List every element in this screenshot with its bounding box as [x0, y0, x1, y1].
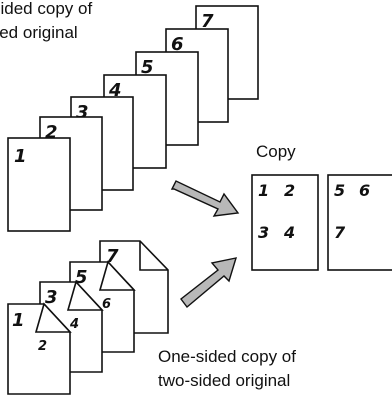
copy-number: 3 [258, 223, 269, 242]
copy-caption: Copy [256, 142, 296, 161]
page-front-number: 1 [12, 310, 25, 331]
copy-sheet-2: 5 6 7 [327, 174, 392, 271]
page-number: 1 [14, 146, 27, 167]
copy-sheet-1: 1 2 3 4 [251, 174, 319, 271]
page-number: 6 [171, 34, 184, 55]
top-stack: 7 6 5 4 3 2 1 [7, 5, 259, 232]
top-caption-line2: ided original [0, 23, 78, 42]
copy-number: 4 [283, 223, 295, 242]
page-back-number: 6 [102, 297, 111, 312]
page-number: 7 [201, 11, 214, 32]
copy-number: 5 [334, 181, 345, 200]
copy-number: 7 [334, 223, 346, 242]
page-back-number: 4 [69, 317, 79, 332]
top-page-1: 1 [7, 137, 71, 232]
copy-number: 1 [258, 181, 269, 200]
top-caption-line1: sided copy of [0, 0, 93, 18]
bottom-page-1-2: 1 2 [7, 302, 72, 395]
arrow-right-down-icon [170, 180, 240, 217]
bottom-stack: 7 5 6 3 4 1 2 [7, 240, 169, 395]
bottom-caption-line2: two-sided original [158, 371, 291, 390]
page-front-number: 7 [106, 246, 119, 267]
page-back-number: 2 [38, 339, 47, 354]
bottom-caption-line1: One-sided copy of [158, 347, 296, 366]
page-front-number: 3 [45, 287, 58, 308]
page-number: 5 [141, 57, 154, 78]
copy-number: 2 [284, 181, 295, 200]
copy-number: 6 [359, 181, 370, 200]
page-front-number: 5 [75, 267, 88, 288]
page-number: 4 [108, 80, 122, 101]
arrow-right-up-icon [180, 257, 238, 309]
